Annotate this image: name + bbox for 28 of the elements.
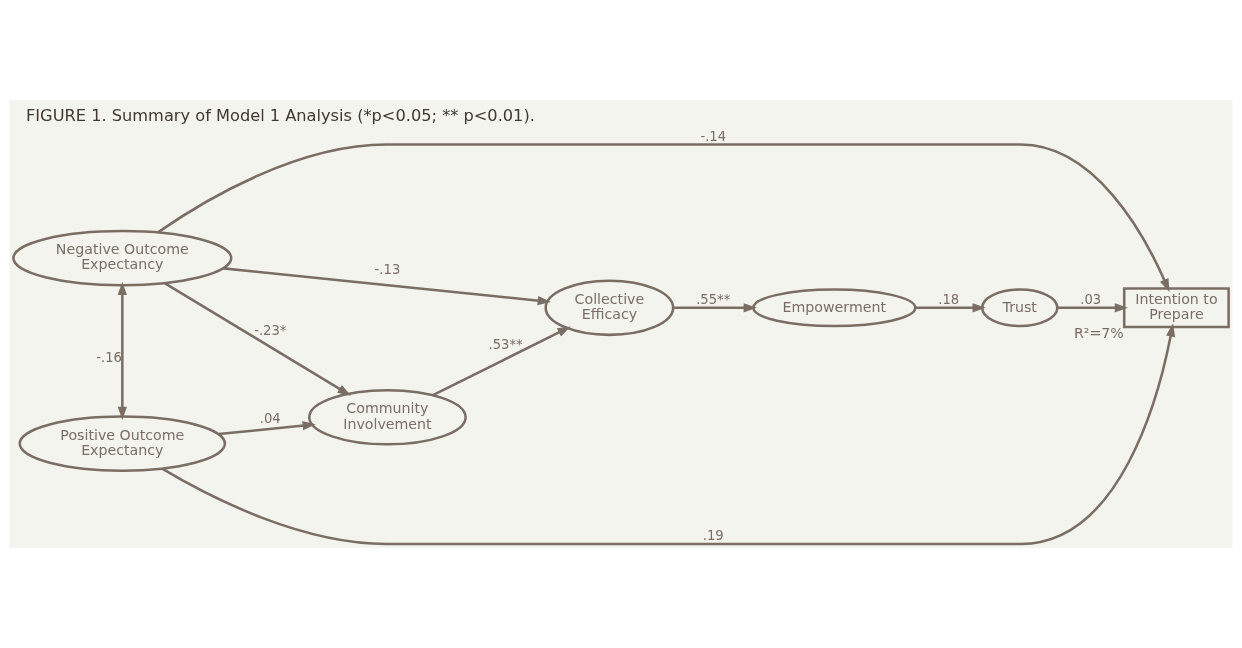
arrow — [157, 143, 1170, 292]
arrow — [164, 282, 351, 396]
node-ellipse: Community Involvement — [307, 388, 467, 446]
node-ellipse: Empowerment — [752, 288, 917, 328]
edge-label: .18 — [938, 292, 960, 308]
arrow — [673, 303, 757, 313]
edge-label: .03 — [1080, 292, 1102, 308]
arrow — [432, 326, 571, 397]
edge-label: -.14 — [700, 128, 727, 144]
arrow — [117, 281, 127, 420]
arrow — [915, 303, 986, 313]
node-ellipse: Trust — [980, 288, 1059, 328]
arrow — [223, 267, 551, 306]
node-ellipse: Negative Outcome Expectancy — [12, 229, 233, 287]
node-box: Intention to Prepare — [1122, 287, 1230, 329]
arrow — [218, 421, 316, 436]
diagram-title: FIGURE 1. Summary of Model 1 Analysis (*p<0.05; ** p<0.01). — [26, 106, 535, 126]
node-ellipse: Positive Outcome Expectancy — [18, 415, 227, 472]
arrow — [161, 323, 1176, 546]
edge-label: .55** — [696, 292, 731, 308]
edge-label: -.16 — [96, 349, 122, 365]
edge-label: .19 — [702, 528, 724, 544]
edge-label: -.13 — [374, 261, 401, 277]
edge-label: -.23* — [254, 322, 287, 338]
edge-label: .53** — [488, 336, 523, 352]
edge-label: .04 — [259, 410, 281, 426]
node-label: R²=7% — [1073, 325, 1124, 342]
arrow — [1057, 303, 1128, 313]
